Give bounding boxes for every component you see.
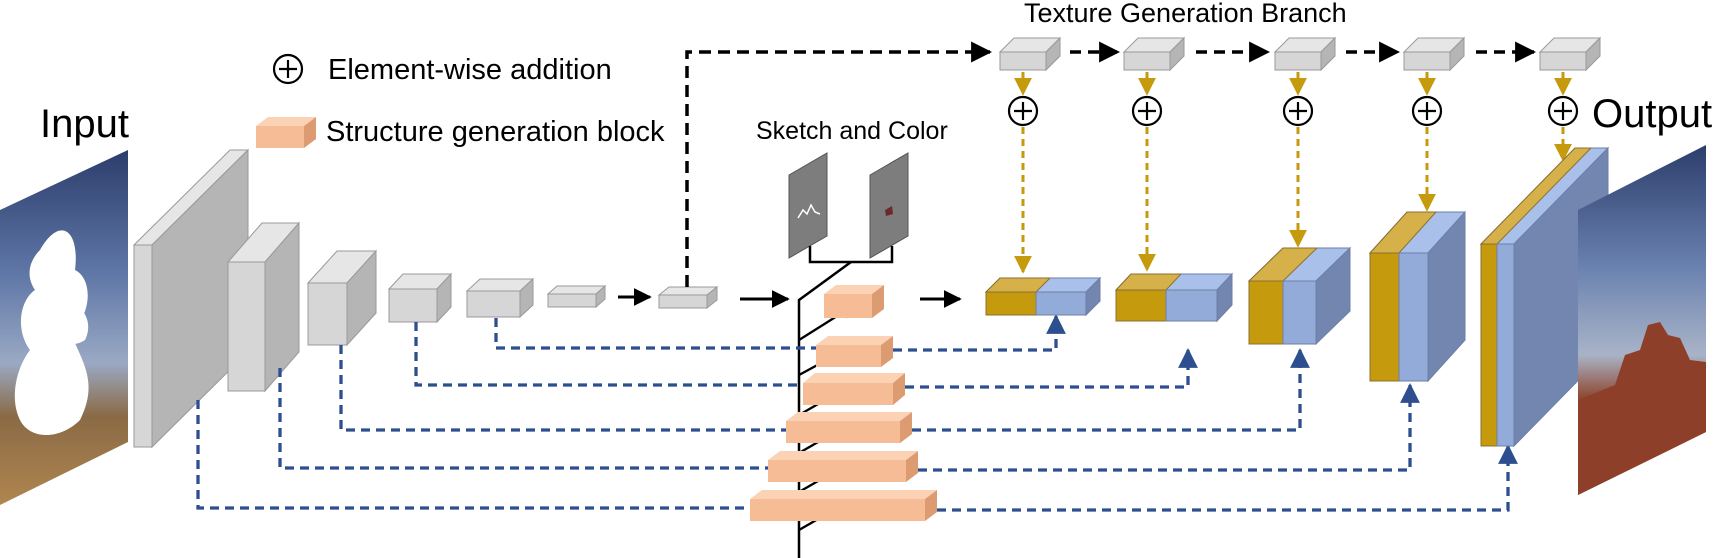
- sketch-image: [788, 152, 828, 259]
- texture-branch-label: Texture Generation Branch: [1024, 0, 1347, 28]
- structure-block-legend-icon: [256, 117, 316, 148]
- skip-connection-2: [414, 322, 803, 387]
- encoder-block-6: [546, 284, 607, 309]
- skip-connection-4: [278, 368, 768, 470]
- legend-addition-label: Element-wise addition: [328, 54, 612, 86]
- legend: Element-wise addition Structure generati…: [256, 53, 665, 148]
- encoder-block-5: [465, 277, 535, 319]
- circle-plus-icon: [1007, 95, 1039, 127]
- texture-gray-block-5: [1538, 36, 1602, 72]
- encoder-block-1: [132, 148, 250, 449]
- output-image: [1578, 145, 1706, 495]
- decoder-block-2: [1114, 272, 1234, 323]
- texture-branch-dashed-path: [685, 41, 993, 287]
- structure-block-1: [824, 285, 884, 318]
- skip-connection-5b: [937, 444, 1518, 512]
- structure-block-5: [768, 451, 918, 482]
- texture-gray-block-1: [998, 36, 1062, 72]
- texture-injection: [1007, 72, 1579, 274]
- color-image: [869, 152, 909, 259]
- structure-generation-blocks: [750, 285, 937, 521]
- output-label: Output: [1592, 92, 1712, 136]
- circle-plus-icon: [1411, 95, 1443, 127]
- skip-connection-1: [494, 318, 816, 350]
- encoder-block-4: [387, 272, 453, 324]
- sketch-color-label: Sketch and Color: [756, 117, 948, 145]
- encoder-blocks: [132, 148, 719, 449]
- structure-block-3: [803, 373, 905, 405]
- decoder-block-4: [1368, 210, 1467, 383]
- circle-plus-icon: [1547, 95, 1579, 127]
- structure-block-4: [786, 412, 912, 443]
- input-label: Input: [40, 102, 129, 146]
- legend-block-label: Structure generation block: [326, 116, 665, 148]
- decoder-block-1: [984, 276, 1102, 317]
- skip-connection-3b: [912, 348, 1310, 432]
- texture-gray-block-3: [1273, 36, 1337, 72]
- input-image: [0, 150, 128, 505]
- circle-plus-icon: [1131, 95, 1163, 127]
- skip-connection-2b: [905, 348, 1198, 389]
- texture-gray-block-4: [1402, 36, 1466, 72]
- skip-connections: [196, 314, 1518, 512]
- skip-connection-1b: [893, 314, 1066, 352]
- decoder-block-3: [1247, 246, 1352, 346]
- texture-branch-blocks: [998, 36, 1602, 72]
- encoder-block-7: [657, 285, 719, 310]
- encoder-block-2: [226, 221, 301, 393]
- circle-plus-icon: [1282, 95, 1314, 127]
- structure-block-2: [816, 336, 893, 367]
- skip-connection-4b: [918, 383, 1420, 472]
- texture-gray-block-2: [1122, 36, 1186, 72]
- encoder-block-3: [306, 249, 378, 347]
- structure-block-6: [750, 490, 937, 521]
- skip-connection-3: [339, 345, 786, 432]
- skip-connection-5: [196, 400, 750, 510]
